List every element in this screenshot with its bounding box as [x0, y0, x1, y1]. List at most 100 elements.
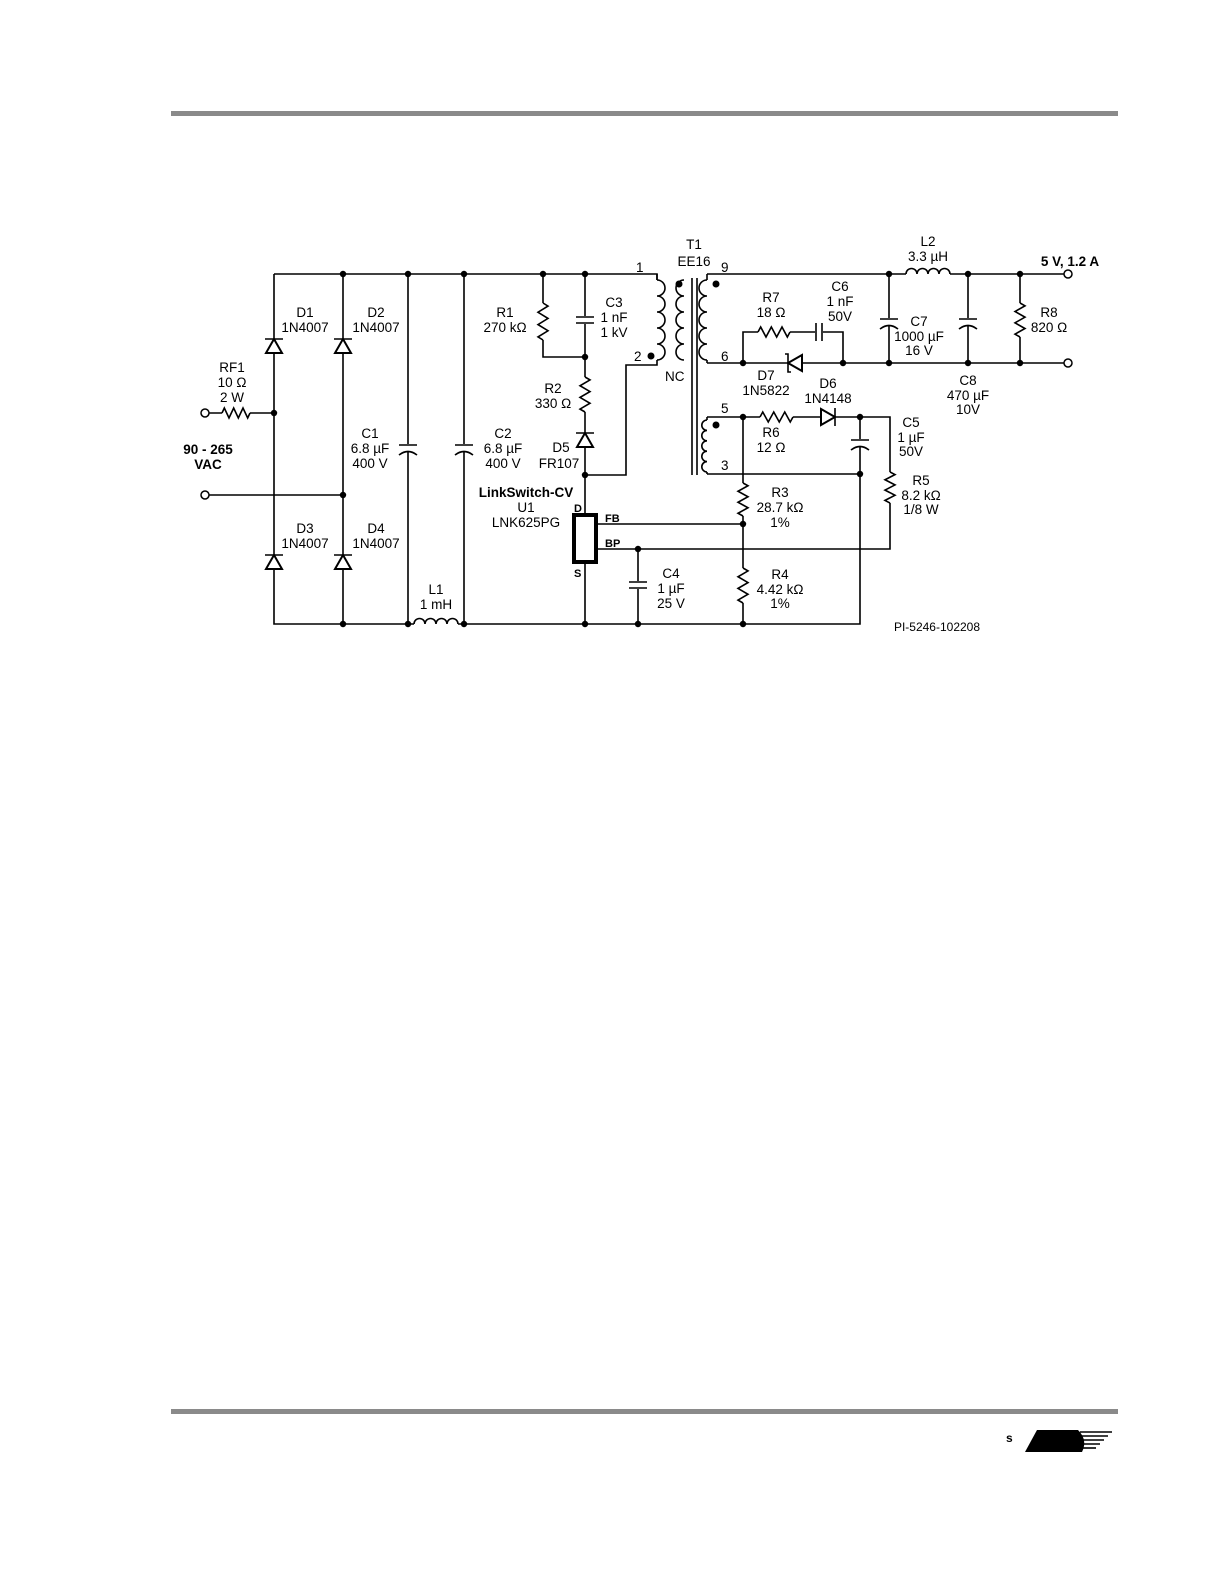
winding-polarity-dot — [647, 352, 655, 360]
junction-dot — [885, 359, 893, 367]
d4-ref: D4 — [367, 521, 385, 536]
terminal — [200, 408, 210, 418]
junction-dot — [634, 545, 642, 553]
diode-triangle — [333, 336, 353, 354]
rf1-value: 10 Ω — [218, 375, 247, 390]
wires — [209, 273, 1064, 625]
c4-capacitor — [629, 581, 647, 589]
r8-resistor — [1013, 302, 1027, 338]
r3-tolerance: 1% — [770, 515, 790, 530]
c5-capacitor — [850, 439, 870, 451]
r3-resistor — [736, 482, 750, 517]
c5-ref: C5 — [902, 415, 919, 430]
r2-value: 330 Ω — [535, 396, 571, 411]
d3-diode — [264, 552, 284, 570]
d3-value: 1N4007 — [281, 536, 328, 551]
junction-dot — [964, 359, 972, 367]
junction-dot — [581, 353, 589, 361]
c7-rating: 16 V — [905, 343, 933, 358]
top-rule — [171, 111, 1118, 116]
c6-value: 1 nF — [826, 294, 853, 309]
cap-plate-curved — [850, 445, 870, 451]
d7-value: 1N5822 — [742, 383, 789, 398]
d4-diode — [333, 552, 353, 570]
junction-dot — [270, 409, 278, 417]
junction-dot — [739, 620, 747, 628]
t1-secondary-winding — [698, 279, 708, 361]
junction-dot — [581, 471, 589, 479]
junction-dot — [839, 359, 847, 367]
c7-ref: C7 — [910, 314, 927, 329]
terminal — [1063, 358, 1073, 368]
l2-inductor — [905, 267, 951, 275]
rf1-rating: 2 W — [220, 390, 244, 405]
r2-ref: R2 — [544, 381, 561, 396]
junction-dot — [460, 620, 468, 628]
t1-value: EE16 — [677, 254, 710, 269]
junction-dot — [634, 620, 642, 628]
r5-ref: R5 — [912, 473, 929, 488]
junction-dot — [739, 520, 747, 528]
u1-family: LinkSwitch-CV — [479, 485, 574, 500]
r7-resistor — [757, 325, 791, 339]
cap-plate-curved — [454, 450, 474, 456]
c3-value: 1 nF — [600, 310, 627, 325]
c2-rating: 400 V — [485, 456, 520, 471]
logo-mark: s — [1006, 1431, 1013, 1445]
d4-value: 1N4007 — [352, 536, 399, 551]
junction-dot — [739, 413, 747, 421]
r1-resistor — [536, 302, 550, 341]
u1-ic-body — [572, 513, 598, 564]
r5-resistor — [883, 471, 897, 504]
winding-polarity-dot — [675, 280, 683, 288]
r6-value: 12 Ω — [757, 440, 786, 455]
u1-ref: U1 — [517, 500, 534, 515]
wire — [273, 274, 585, 625]
d1-diode — [264, 336, 284, 354]
d5-value: FR107 — [539, 456, 580, 471]
cap-plate-curved — [958, 324, 978, 330]
r8-ref: R8 — [1040, 305, 1057, 320]
t1-nc-winding — [675, 279, 685, 361]
wire — [542, 274, 585, 358]
c8-ref: C8 — [959, 373, 976, 388]
junction-dot — [581, 270, 589, 278]
junction-dot — [1016, 270, 1024, 278]
t1-bias-winding — [701, 419, 708, 473]
winding-polarity-dot — [712, 421, 720, 429]
c1-value: 6.8 µF — [351, 441, 390, 456]
terminal — [200, 490, 210, 500]
t1-primary-winding — [656, 279, 666, 361]
t1-pin5: 5 — [721, 401, 729, 416]
u1-pin-d: D — [574, 503, 582, 515]
r5-rating: 1/8 W — [903, 502, 939, 517]
t1-nc: NC — [665, 369, 685, 384]
t1-pin3: 3 — [721, 458, 729, 473]
r4-resistor — [736, 567, 750, 604]
c2-value: 6.8 µF — [484, 441, 523, 456]
c4-rating: 25 V — [657, 596, 685, 611]
t1-pin1: 1 — [636, 260, 644, 275]
l1-value: 1 mH — [420, 597, 452, 612]
input-voltage: 90 - 265 — [183, 442, 233, 457]
d2-ref: D2 — [367, 305, 384, 320]
t1-pin2: 2 — [634, 349, 642, 364]
d7-schottky-diode — [785, 353, 803, 373]
d5-diode — [575, 430, 595, 448]
r2-resistor — [578, 376, 592, 413]
rf1-ref: RF1 — [219, 360, 245, 375]
diode-bar — [785, 353, 791, 373]
c7-value: 1000 µF — [894, 329, 944, 344]
d2-value: 1N4007 — [352, 320, 399, 335]
rf1-resistor — [221, 406, 251, 420]
wire — [585, 360, 658, 476]
d5-ref: D5 — [552, 440, 569, 455]
c8-capacitor — [958, 318, 978, 330]
c4-value: 1 µF — [657, 581, 684, 596]
junction-dot — [856, 413, 864, 421]
c1-capacitor — [398, 444, 418, 456]
junction-dot — [404, 620, 412, 628]
c5-value: 1 µF — [897, 430, 924, 445]
t1-ref: T1 — [686, 237, 702, 252]
